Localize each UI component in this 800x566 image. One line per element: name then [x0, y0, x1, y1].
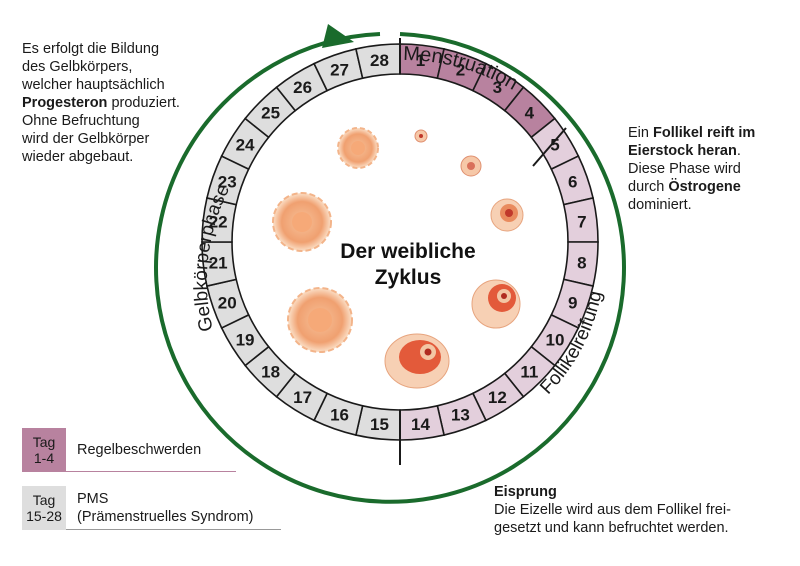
day-label-5: 5 — [550, 136, 559, 155]
day-label-10: 10 — [545, 330, 564, 349]
note-line: dominiert. — [628, 197, 692, 213]
legend-tag-pms: Tag 15-28 — [22, 486, 66, 530]
note-line: gesetzt und kann befruchtet werden. — [494, 520, 729, 536]
day-label-9: 9 — [568, 293, 577, 312]
corpus-luteum-3 — [337, 127, 379, 169]
day-label-15: 15 — [370, 415, 389, 434]
legend-text-line: (Prämenstruelles Syndrom) — [77, 509, 254, 525]
follicle-stage-3 — [490, 198, 524, 232]
note-line: Die Eizelle wird aus dem Follikel frei- — [494, 502, 731, 518]
day-label-2: 2 — [456, 60, 465, 79]
day-label-1: 1 — [416, 51, 425, 70]
legend-text-pms: PMS (Prämenstruelles Syndrom) — [77, 490, 253, 526]
legend-tag-menstruation: Tag 1-4 — [22, 428, 66, 472]
day-label-14: 14 — [411, 415, 430, 434]
day-label-19: 19 — [236, 330, 255, 349]
note-line: Es erfolgt die Bildung — [22, 41, 160, 57]
cycle-arrow-ring — [154, 32, 626, 504]
day-label-26: 26 — [293, 78, 312, 97]
note-line: durch Östrogene — [628, 178, 798, 196]
note-bold: Follikel reift im — [653, 125, 756, 141]
legend-tag-label: Tag — [32, 492, 56, 508]
diagram-title-line2: Zyklus — [375, 266, 442, 289]
corpus-luteum-1 — [287, 287, 353, 353]
day-label-16: 16 — [330, 406, 349, 425]
note-line: wird der Gelbkörper — [22, 131, 150, 147]
legend-tag-label: Tag — [32, 434, 56, 450]
note-line: Ein Follikel reift im — [628, 124, 798, 142]
note-line: Eierstock heran. — [628, 142, 798, 160]
note-line: wieder abgebaut. — [22, 149, 134, 165]
day-label-7: 7 — [577, 213, 586, 232]
note-text: Ein — [628, 125, 653, 141]
legend-text-regelbeschwerden: Regelbeschwerden — [77, 442, 202, 458]
day-label-24: 24 — [236, 136, 255, 155]
day-label-21: 21 — [209, 253, 228, 272]
note-follikel: Ein Follikel reift im Eierstock heran. D… — [628, 124, 798, 214]
note-line: welcher hauptsächlich — [22, 77, 165, 93]
legend-tag-range: 15-28 — [26, 508, 62, 524]
follicle-stage-2 — [460, 155, 482, 177]
note-bold: Eierstock heran — [628, 143, 737, 159]
day-label-17: 17 — [293, 388, 312, 407]
note-bold: Progesteron — [22, 95, 108, 111]
note-line: Progesteron produziert. — [22, 94, 222, 112]
day-label-6: 6 — [568, 173, 577, 192]
day-label-3: 3 — [493, 78, 502, 97]
corpus-luteum-2 — [272, 192, 332, 252]
note-line: des Gelbkörpers, — [22, 59, 133, 75]
note-title: Eisprung — [494, 484, 557, 500]
day-label-27: 27 — [330, 60, 349, 79]
note-eisprung: Eisprung Die Eizelle wird aus dem Follik… — [494, 483, 794, 537]
note-text: . — [736, 143, 741, 159]
day-label-12: 12 — [488, 388, 507, 407]
day-label-8: 8 — [577, 253, 586, 272]
day-label-13: 13 — [451, 406, 470, 425]
day-label-28: 28 — [370, 51, 389, 70]
day-label-22: 22 — [209, 213, 228, 232]
day-label-25: 25 — [261, 104, 280, 123]
note-bold: Östrogene — [668, 179, 741, 195]
diagram-title-line1: Der weibliche — [340, 240, 475, 263]
divider-menstruation-end — [532, 127, 567, 167]
note-line: Ohne Befruchtung — [22, 113, 140, 129]
day-label-20: 20 — [218, 293, 237, 312]
follicle-eisprung — [384, 333, 450, 389]
legend-text-line: PMS — [77, 491, 109, 507]
day-label-11: 11 — [520, 362, 538, 381]
note-line: Diese Phase wird — [628, 161, 741, 177]
follicle-stage-4 — [471, 279, 521, 329]
day-label-18: 18 — [261, 362, 280, 381]
day-label-4: 4 — [525, 104, 535, 123]
note-text: produziert. — [107, 95, 180, 111]
note-gelbkoerper: Es erfolgt die Bildung des Gelbkörpers, … — [22, 40, 222, 166]
legend-underline — [66, 529, 281, 530]
day-label-23: 23 — [218, 173, 237, 192]
note-text: durch — [628, 179, 669, 195]
legend-underline — [66, 471, 236, 472]
cycle-arrow-head — [322, 24, 354, 48]
follicle-stage-1 — [414, 129, 428, 143]
legend-tag-range: 1-4 — [33, 450, 55, 466]
